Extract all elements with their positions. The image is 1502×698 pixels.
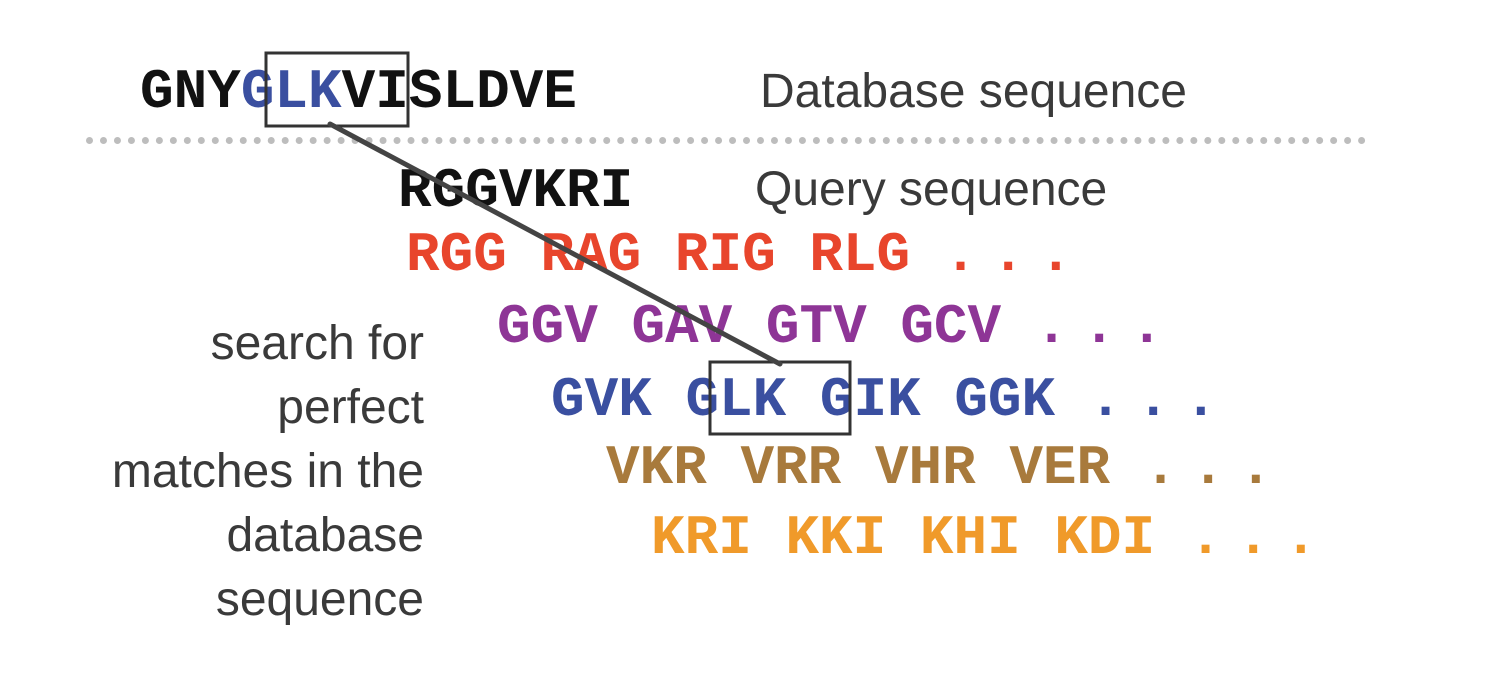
ellipsis: ... [1088,368,1232,432]
database-sequence: GNYGLKVISLDVE [140,64,577,120]
neighborhood-word: GTV [765,295,867,359]
side-note-line: perfect [277,381,424,434]
ellipsis: ... [1034,295,1178,359]
neighborhood-word: GVK [551,368,652,432]
neighborhood-word: VRR [740,436,842,500]
word-row-gvk: GVK GLK GIK GGK ... [551,372,1232,428]
side-note-line: sequence [215,573,424,626]
database-sequence-suffix: VISLDVE [341,60,577,124]
database-sequence-match: GLK [240,60,342,124]
neighborhood-word: VER [1009,436,1111,500]
neighborhood-word: GIK [819,368,921,432]
ellipsis: ... [1188,506,1332,570]
neighborhood-word: GGK [954,368,1056,432]
side-note-line: search for [210,317,424,370]
dotted-divider [86,137,1366,144]
neighborhood-word: GCV [900,295,1002,359]
word-row-kri: KRI KKI KHI KDI ... [651,510,1332,566]
neighborhood-word: KHI [919,506,1021,570]
database-sequence-prefix: GNY [140,60,241,124]
neighborhood-word: RGG [406,223,507,287]
neighborhood-word: RAG [540,223,642,287]
database-sequence-label: Database sequence [760,65,1187,118]
neighborhood-word: KRI [651,506,752,570]
word-row-ggv: GGV GAV GTV GCV ... [497,299,1178,355]
neighborhood-word: RIG [674,223,776,287]
word-row-rgg: RGG RAG RIG RLG ... [406,227,1087,283]
neighborhood-word: RLG [809,223,911,287]
side-note-line: database [226,509,424,562]
neighborhood-word: GAV [631,295,733,359]
neighborhood-word: VKR [606,436,707,500]
neighborhood-word: VHR [874,436,976,500]
neighborhood-word: KDI [1054,506,1156,570]
neighborhood-word: GLK [685,368,787,432]
query-sequence-label: Query sequence [755,163,1108,216]
neighborhood-word: KKI [785,506,887,570]
ellipsis: ... [1143,436,1287,500]
side-note-line: matches in the [111,445,424,498]
ellipsis: ... [943,223,1087,287]
word-row-vkr: VKR VRR VHR VER ... [606,440,1287,496]
neighborhood-word: GGV [497,295,598,359]
side-note: search for perfect matches in the databa… [40,312,424,632]
query-sequence: RGGVKRI [398,159,634,223]
